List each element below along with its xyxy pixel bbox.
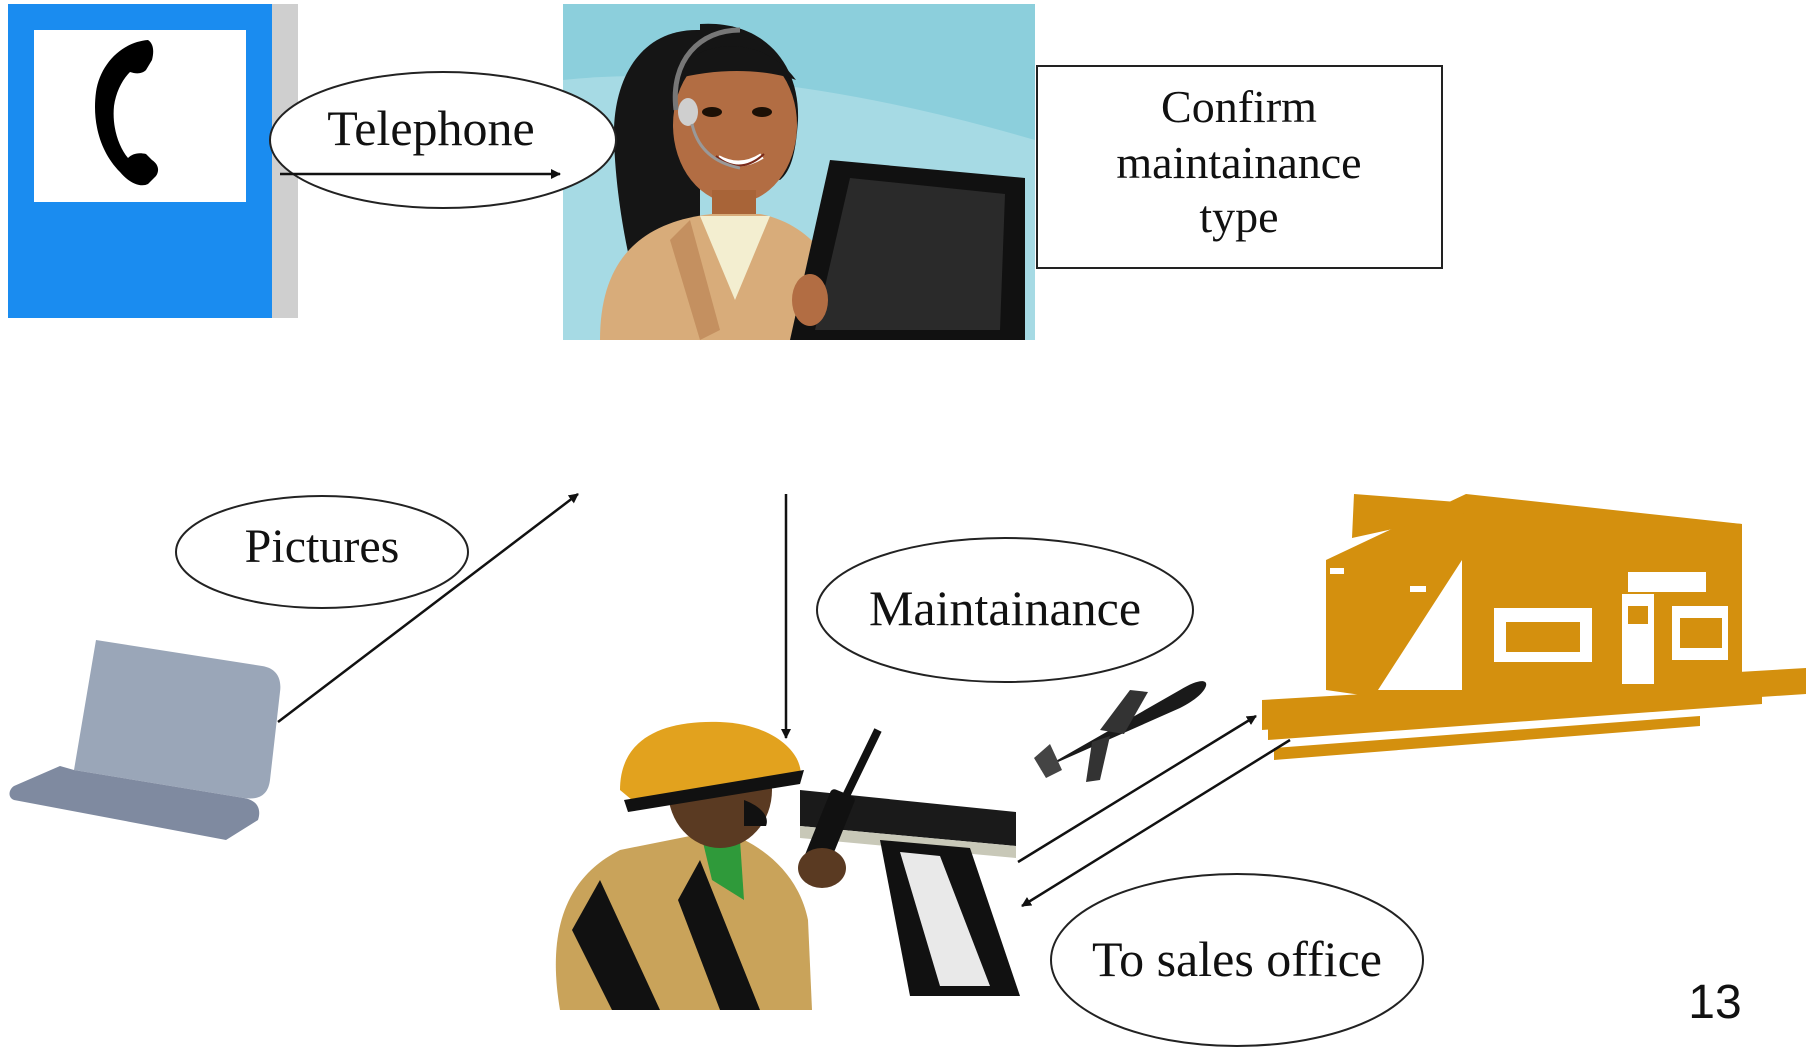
- airplane-icon: [1034, 681, 1207, 782]
- to-office-arrow: [1017, 714, 1257, 864]
- laptop-icon: [9, 640, 281, 840]
- svg-text:Telephone: Telephone: [327, 100, 535, 156]
- confirm-line-1: Confirm: [1161, 81, 1317, 132]
- svg-text:Maintainance: Maintainance: [869, 580, 1141, 636]
- page-number: 13: [1688, 976, 1741, 1029]
- sales-office-building-icon: [1262, 494, 1806, 760]
- call-center-operator-illustration: [563, 4, 1035, 340]
- confirm-line-3: type: [1199, 191, 1278, 242]
- technician-with-radio-illustration: [555, 721, 1020, 1010]
- svg-text:To sales office: To sales office: [1092, 931, 1382, 987]
- telephone-sign-icon: [8, 4, 298, 318]
- telephone-label: Telephone: [269, 71, 617, 209]
- maintainance-label: Maintainance: [816, 537, 1194, 683]
- confirm-line-2: maintainance: [1116, 137, 1361, 188]
- svg-text:Pictures: Pictures: [245, 520, 400, 573]
- pictures-arrow: [277, 493, 579, 723]
- pictures-label: Pictures: [175, 495, 469, 609]
- to-sales-office-label: To sales office: [1050, 873, 1424, 1047]
- from-office-arrow: [1021, 738, 1291, 908]
- confirm-maintainance-type-box: Confirm maintainance type: [1036, 65, 1443, 269]
